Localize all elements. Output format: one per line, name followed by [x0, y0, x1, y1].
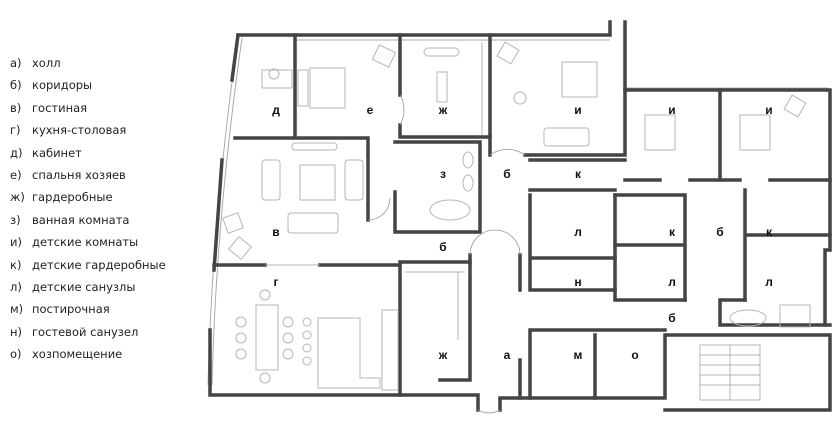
room-label-kids-bathroom: л: [765, 275, 773, 289]
legend: а)холл б)коридоры в)гостиная г)кухня-сто…: [10, 52, 166, 365]
legend-item-living-room: в)гостиная: [10, 100, 88, 115]
staircase: [699, 344, 761, 401]
room-label-corridor: б: [668, 311, 675, 325]
room-label-corridor: б: [439, 240, 446, 254]
room-label-kids-room: и: [668, 103, 675, 117]
legend-item-study: д)кабинет: [10, 145, 82, 160]
legend-item-hall: а)холл: [10, 56, 61, 70]
walls: [208, 20, 832, 412]
room-label-kitchen-dining: г: [274, 275, 279, 289]
legend-item-kids-wardrobes: к)детские гардеробные: [10, 257, 166, 272]
room-label-kids-wardrobe: к: [575, 167, 582, 181]
room-label-utility: о: [631, 348, 638, 362]
room-labels: д е ж и и и з б к в б л к б к г н л л б …: [272, 103, 773, 362]
room-label-wardrobe: ж: [438, 103, 448, 117]
doors: [265, 94, 526, 414]
room-label-hall: а: [504, 348, 511, 362]
legend-item-kids-bathrooms: л)детские санузлы: [10, 279, 136, 294]
legend-item-laundry: м)постирочная: [10, 302, 110, 317]
legend-item-corridors: б)коридоры: [10, 78, 93, 93]
room-label-corridor: б: [503, 167, 510, 181]
room-label-kids-room: и: [574, 103, 581, 117]
room-label-kids-wardrobe: к: [669, 225, 676, 239]
legend-item-guest-wc: н)гостевой санузел: [10, 324, 139, 339]
room-label-master-bedroom: е: [367, 103, 374, 117]
room-label-bathroom: з: [440, 167, 446, 181]
legend-item-kids-rooms: и)детские комнаты: [10, 235, 139, 250]
furniture: [222, 41, 811, 401]
room-label-wardrobe: ж: [438, 348, 448, 362]
legend-item-utility: о)хозпомещение: [10, 347, 123, 362]
room-label-study: д: [272, 103, 280, 117]
legend-item-master-bedroom: е)спальня хозяев: [10, 167, 126, 182]
room-label-kids-bathroom: л: [668, 275, 676, 289]
room-label-laundry: м: [574, 348, 583, 362]
room-label-guest-wc: н: [574, 275, 581, 289]
room-label-living-room: в: [272, 225, 279, 239]
legend-item-kitchen-dining: г)кухня-столовая: [10, 123, 127, 138]
room-label-kids-bathroom: л: [574, 225, 582, 239]
room-label-kids-room: и: [765, 103, 772, 117]
legend-item-wardrobes: ж)гардеробные: [10, 190, 113, 205]
legend-item-bathroom: з)ванная комната: [10, 212, 130, 227]
room-label-kids-wardrobe: к: [766, 225, 773, 239]
room-label-corridor: б: [716, 225, 723, 239]
